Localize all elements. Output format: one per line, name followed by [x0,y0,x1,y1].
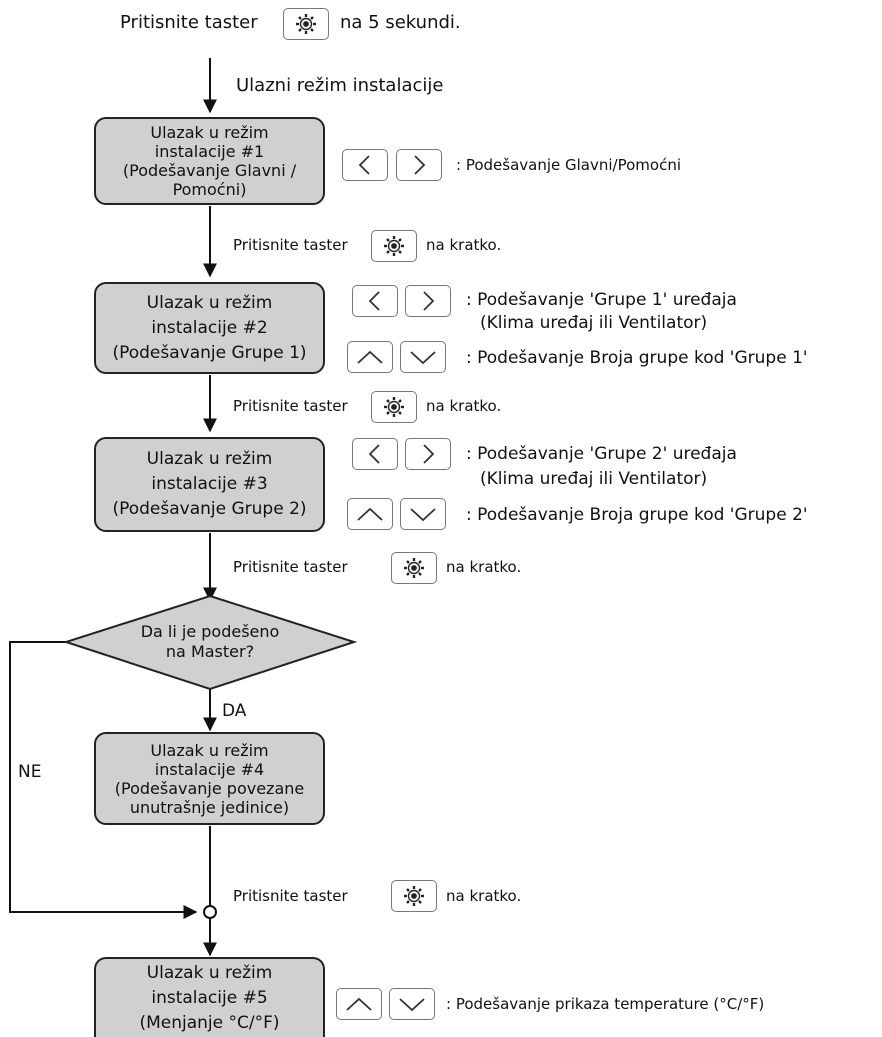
yes-label: DA [222,701,247,721]
step3-desc-ud: : Podešavanje Broja grupe kod 'Grupe 2' [466,505,808,525]
decision-line2: na Master? [165,642,255,661]
step2-line1: Ulazak u režim [146,292,273,313]
chevron-right-icon [414,155,426,175]
step1-desc: : Podešavanje Glavni/Pomoćni [456,156,681,174]
press-short-prefix: Pritisnite taster [233,397,348,415]
press-short-prefix: Pritisnite taster [233,558,348,576]
settings-button[interactable] [391,552,437,584]
step2-line3: (Podešavanje Grupe 1) [112,342,307,363]
step3-desc-lr-2: (Klima uređaj ili Ventilator) [480,469,708,489]
chevron-up-icon [357,350,383,364]
step3-desc-lr-1: : Podešavanje 'Grupe 2' uređaja [466,444,737,464]
down-button[interactable] [389,988,435,1020]
gear-icon [384,236,404,256]
chevron-right-icon [423,444,435,464]
chevron-down-icon [410,351,436,365]
right-button[interactable] [405,438,451,470]
decision-diamond [62,594,358,691]
step3-line1: Ulazak u režim [146,449,273,469]
right-button[interactable] [405,285,451,317]
step3-line2: instalacije #3 [151,474,268,494]
left-button[interactable] [352,285,398,317]
step5-line3: (Menjanje °C/°F) [139,1012,280,1033]
step1-line2: instalacije #1 [154,142,265,161]
step2-box: Ulazak u režim instalacije #2 (Podešavan… [94,282,325,374]
press-short-suffix: na kratko. [446,558,522,576]
up-button[interactable] [347,498,393,530]
step1-line1: Ulazak u režim [150,123,269,142]
step3-box: Ulazak u režim instalacije #3 (Podešavan… [94,437,325,532]
chevron-up-icon [346,997,372,1011]
intro-suffix: na 5 sekundi. [340,12,461,33]
step4-box: Ulazak u režim instalacije #4 (Podešavan… [94,732,325,825]
step2-desc-ud: : Podešavanje Broja grupe kod 'Grupe 1' [466,348,808,368]
press-short-suffix: na kratko. [446,887,522,905]
chevron-right-icon [423,291,435,311]
step4-line2: instalacije #4 [154,759,265,779]
step5-line1: Ulazak u režim [146,962,273,983]
intro-prefix: Pritisnite taster [120,12,258,33]
decision-line1: Da li je podešeno [140,622,280,641]
up-button[interactable] [347,341,393,373]
gear-icon [404,558,424,578]
arrow-label-install-mode: Ulazni režim instalacije [236,75,444,96]
press-short-prefix: Pritisnite taster [233,887,348,905]
down-button[interactable] [400,498,446,530]
junction-node [203,905,217,919]
step4-line1: Ulazak u režim [150,740,269,760]
step4-line3: (Podešavanje povezane [114,778,305,798]
gear-icon [384,397,404,417]
press-short-prefix: Pritisnite taster [233,236,348,254]
settings-button[interactable] [391,880,437,912]
step2-desc-lr-2: (Klima uređaj ili Ventilator) [480,313,708,333]
chevron-up-icon [357,507,383,521]
press-short-suffix: na kratko. [426,397,502,415]
down-button[interactable] [400,341,446,373]
press-short-suffix: na kratko. [426,236,502,254]
gear-icon [296,14,316,34]
up-button[interactable] [336,988,382,1020]
step5-desc: : Podešavanje prikaza temperature (°C/°F… [446,995,765,1013]
step1-line4: Pomoćni) [172,180,247,199]
step5-box: Ulazak u režim instalacije #5 (Menjanje … [94,957,325,1037]
step2-line2: instalacije #2 [151,317,268,338]
step2-desc-lr-1: : Podešavanje 'Grupe 1' uređaja [466,290,737,310]
decision-text: Da li je podešeno na Master? [110,622,310,662]
settings-button[interactable] [371,391,417,423]
step4-line4: unutrašnje jedinice) [129,797,290,817]
chevron-left-icon [368,444,380,464]
right-button[interactable] [396,149,442,181]
settings-button[interactable] [371,230,417,262]
step1-box: Ulazak u režim instalacije #1 (Podešavan… [94,117,325,205]
step3-line3: (Podešavanje Grupe 2) [112,499,307,519]
no-label: NE [18,762,42,782]
step1-line3: (Podešavanje Glavni / [122,161,297,180]
chevron-down-icon [410,508,436,522]
step5-line2: instalacije #5 [151,987,268,1008]
chevron-left-icon [358,155,370,175]
gear-icon [404,886,424,906]
chevron-left-icon [368,291,380,311]
left-button[interactable] [342,149,388,181]
arrow-no [9,641,198,919]
settings-button[interactable] [283,8,329,40]
left-button[interactable] [352,438,398,470]
chevron-down-icon [399,998,425,1012]
